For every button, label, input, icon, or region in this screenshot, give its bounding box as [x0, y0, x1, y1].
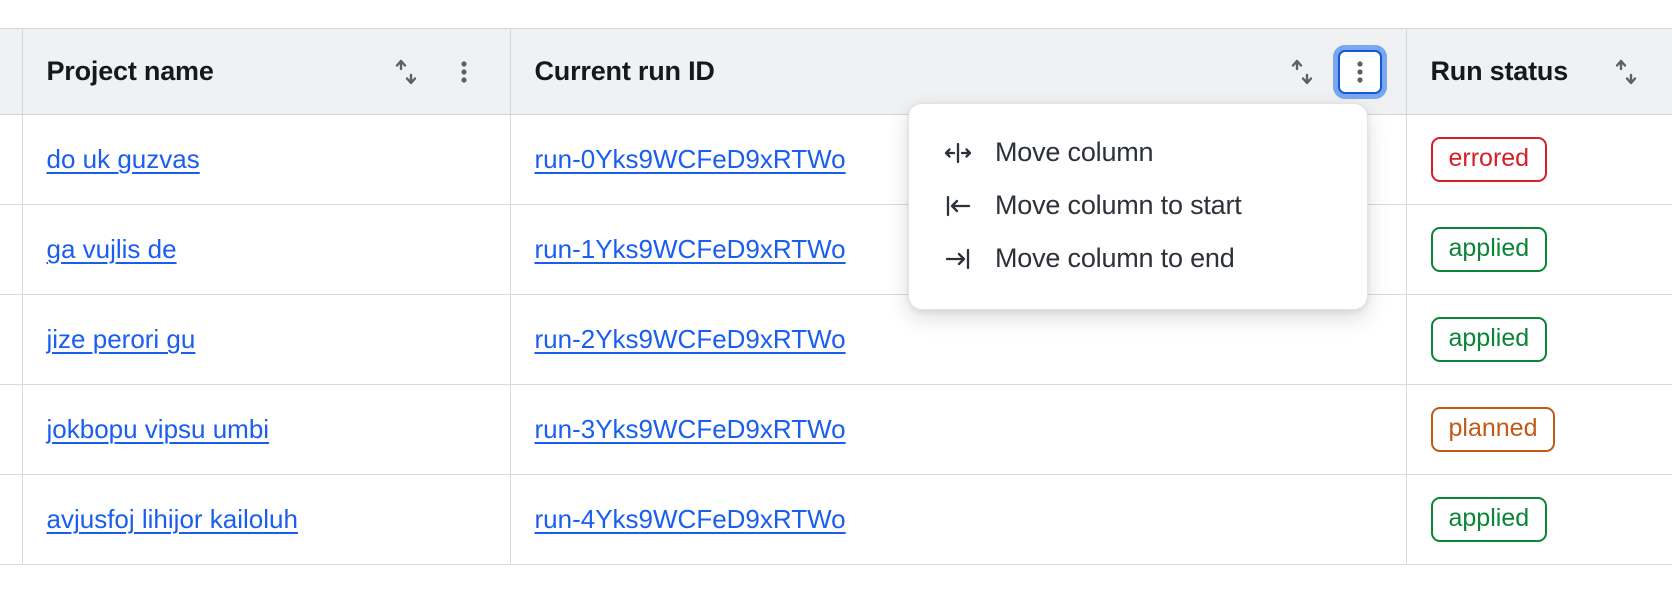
table-row: ga vujlis de run-1Yks9WCFeD9xRTWo applie…: [0, 204, 1672, 295]
table-body: do uk guzvas run-0Yks9WCFeD9xRTWo errore…: [0, 114, 1672, 565]
header-cell-current-run-id: Current run ID: [510, 28, 1407, 115]
cell-run-status: applied: [1406, 294, 1672, 385]
cell-current-run-id: run-4Yks9WCFeD9xRTWo: [510, 474, 1407, 565]
status-badge: planned: [1430, 407, 1556, 452]
header-controls-project-name: [384, 50, 486, 94]
cell-run-status: applied: [1406, 474, 1672, 565]
menu-item-move-column-to-start[interactable]: Move column to start: [909, 179, 1367, 232]
run-id-link[interactable]: run-2Yks9WCFeD9xRTWo: [534, 324, 846, 354]
project-name-link[interactable]: do uk guzvas: [46, 144, 200, 174]
table-row: jokbopu vipsu umbi run-3Yks9WCFeD9xRTWo …: [0, 384, 1672, 475]
column-context-menu: Move column Move column to start Move co…: [908, 103, 1368, 310]
menu-item-label: Move column: [995, 137, 1154, 167]
menu-item-move-column-to-end[interactable]: Move column to end: [909, 232, 1367, 285]
header-label-current-run-id: Current run ID: [534, 56, 715, 86]
project-name-link[interactable]: ga vujlis de: [46, 234, 177, 264]
cell-project-name: ga vujlis de: [22, 204, 511, 295]
header-controls-run-status: [1604, 50, 1648, 94]
row-select-cell[interactable]: [0, 294, 23, 385]
project-name-link[interactable]: avjusfoj lihijor kailoluh: [46, 504, 298, 534]
cell-project-name: jokbopu vipsu umbi: [22, 384, 511, 475]
table-row: do uk guzvas run-0Yks9WCFeD9xRTWo errore…: [0, 114, 1672, 205]
row-select-cell[interactable]: [0, 114, 23, 205]
header-controls-current-run-id: [1280, 49, 1382, 94]
header-row: Project name: [0, 28, 1672, 115]
arrow-to-end-icon: [943, 244, 973, 274]
project-name-link[interactable]: jokbopu vipsu umbi: [46, 414, 270, 444]
move-column-horizontal-icon: [943, 138, 973, 168]
status-badge: applied: [1430, 317, 1548, 362]
cell-project-name: do uk guzvas: [22, 114, 511, 205]
cell-run-status: planned: [1406, 384, 1672, 475]
row-select-cell[interactable]: [0, 384, 23, 475]
cell-project-name: avjusfoj lihijor kailoluh: [22, 474, 511, 565]
data-table-container: Project name: [0, 28, 1672, 565]
menu-item-label: Move column to start: [995, 190, 1242, 220]
menu-item-move-column[interactable]: Move column: [909, 126, 1367, 179]
table-row: avjusfoj lihijor kailoluh run-4Yks9WCFeD…: [0, 474, 1672, 565]
status-badge: applied: [1430, 227, 1548, 272]
header-cell-project-name: Project name: [22, 28, 511, 115]
table-header: Project name: [0, 28, 1672, 115]
table-row: jize perori gu run-2Yks9WCFeD9xRTWo appl…: [0, 294, 1672, 385]
kebab-menu-icon-button-project-name[interactable]: [442, 50, 486, 94]
sort-arrows-icon-button-run-status[interactable]: [1604, 50, 1648, 94]
header-cell-select: [0, 28, 23, 115]
cell-run-status: errored: [1406, 114, 1672, 205]
menu-item-label: Move column to end: [995, 243, 1235, 273]
cell-project-name: jize perori gu: [22, 294, 511, 385]
kebab-menu-icon-button-current-run-id[interactable]: [1337, 49, 1382, 94]
cell-current-run-id: run-3Yks9WCFeD9xRTWo: [510, 384, 1407, 475]
run-id-link[interactable]: run-0Yks9WCFeD9xRTWo: [534, 144, 846, 174]
status-badge: applied: [1430, 497, 1548, 542]
row-select-cell[interactable]: [0, 204, 23, 295]
row-select-cell[interactable]: [0, 474, 23, 565]
project-name-link[interactable]: jize perori gu: [46, 324, 196, 354]
projects-table: Project name: [0, 28, 1672, 565]
run-id-link[interactable]: run-4Yks9WCFeD9xRTWo: [534, 504, 846, 534]
header-cell-run-status: Run status: [1406, 28, 1672, 115]
run-id-link[interactable]: run-1Yks9WCFeD9xRTWo: [534, 234, 846, 264]
sort-arrows-icon-button-project-name[interactable]: [384, 50, 428, 94]
run-id-link[interactable]: run-3Yks9WCFeD9xRTWo: [534, 414, 846, 444]
header-label-run-status: Run status: [1430, 56, 1569, 86]
status-badge: errored: [1430, 137, 1548, 182]
sort-arrows-icon-button-current-run-id[interactable]: [1280, 50, 1324, 94]
cell-run-status: applied: [1406, 204, 1672, 295]
arrow-to-start-icon: [943, 191, 973, 221]
header-label-project-name: Project name: [46, 56, 214, 86]
